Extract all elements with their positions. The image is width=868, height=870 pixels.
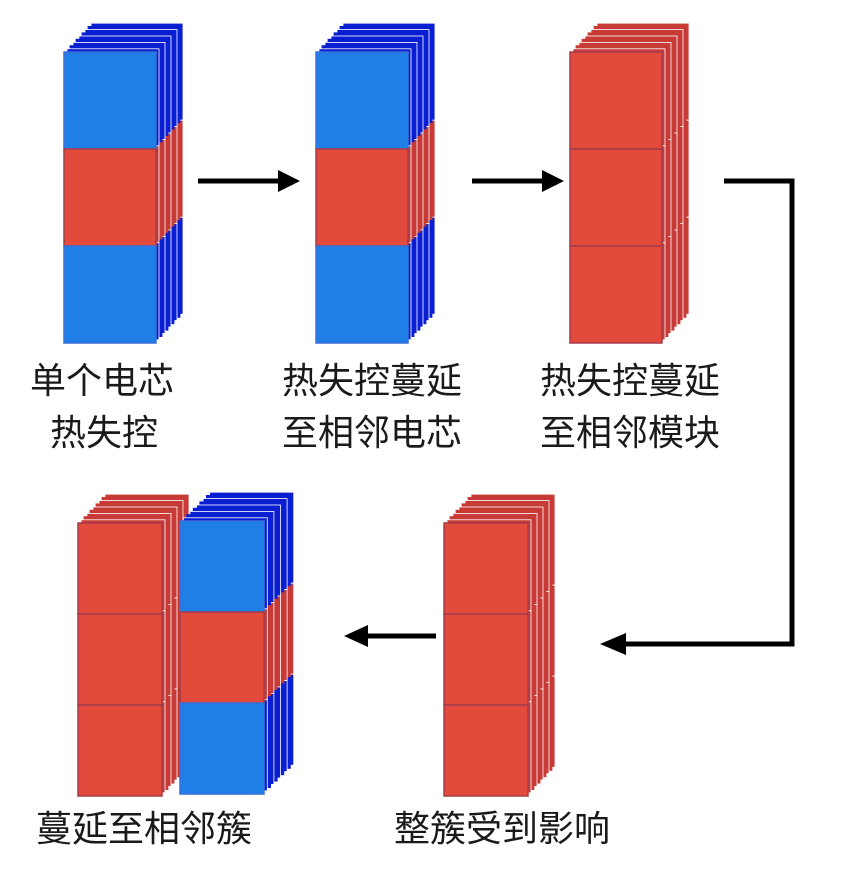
stage4-cell-red: [443, 613, 529, 706]
stage5-right-cell-blue: [179, 702, 265, 795]
stage1-label-line1: 单个电芯: [30, 361, 175, 402]
stage2-cell-blue: [315, 245, 409, 344]
stage3-cell-red: [569, 148, 663, 247]
stage1-cell-red: [63, 148, 157, 247]
arrow-stage1-to-stage2-head: [278, 170, 300, 192]
stage5-right-cell-stack: [179, 491, 295, 795]
stage5-right-cell-blue: [179, 520, 265, 613]
stage4-cell-red: [443, 704, 529, 797]
stage2-cell-red: [315, 148, 409, 247]
stage3-label-line2: 至相邻模块: [540, 413, 721, 454]
stage2-cell-stack: [315, 22, 436, 344]
stage5-right-cell-red: [179, 611, 265, 704]
stage4-cell-stack: [443, 493, 556, 797]
stage3-label-line1: 热失控蔓延: [540, 361, 721, 402]
stage2-label-line2: 至相邻电芯: [282, 413, 463, 454]
arrow-stage4-to-stage5-head: [344, 625, 368, 647]
stage2-label-line1: 热失控蔓延: [282, 361, 463, 402]
stage5-left-cell-red: [77, 522, 163, 615]
stage3-cell-red: [569, 245, 663, 344]
stage3-cell-red: [569, 51, 663, 150]
stage3-cell-stack: [569, 22, 690, 344]
arrow-stage3-to-stage4: [626, 178, 795, 647]
stage4-cell-red: [443, 522, 529, 615]
stage5-left-cell-red: [77, 613, 163, 706]
stage1-label-line2: 热失控: [50, 413, 159, 454]
stage2-cell-blue: [315, 51, 409, 150]
stage1-cell-stack: [63, 22, 184, 344]
stage5-left-cell-red: [77, 704, 163, 797]
arrow-stage3-to-stage4-head: [600, 633, 626, 655]
arrow-stage2-to-stage3-head: [542, 170, 564, 192]
stage1-cell-blue: [63, 245, 157, 344]
stage5-left-cell-stack: [77, 493, 190, 797]
stage1-cell-blue: [63, 51, 157, 150]
stage5-label: 蔓延至相邻簇: [36, 809, 253, 850]
stage4-label: 整簇受到影响: [394, 809, 611, 850]
